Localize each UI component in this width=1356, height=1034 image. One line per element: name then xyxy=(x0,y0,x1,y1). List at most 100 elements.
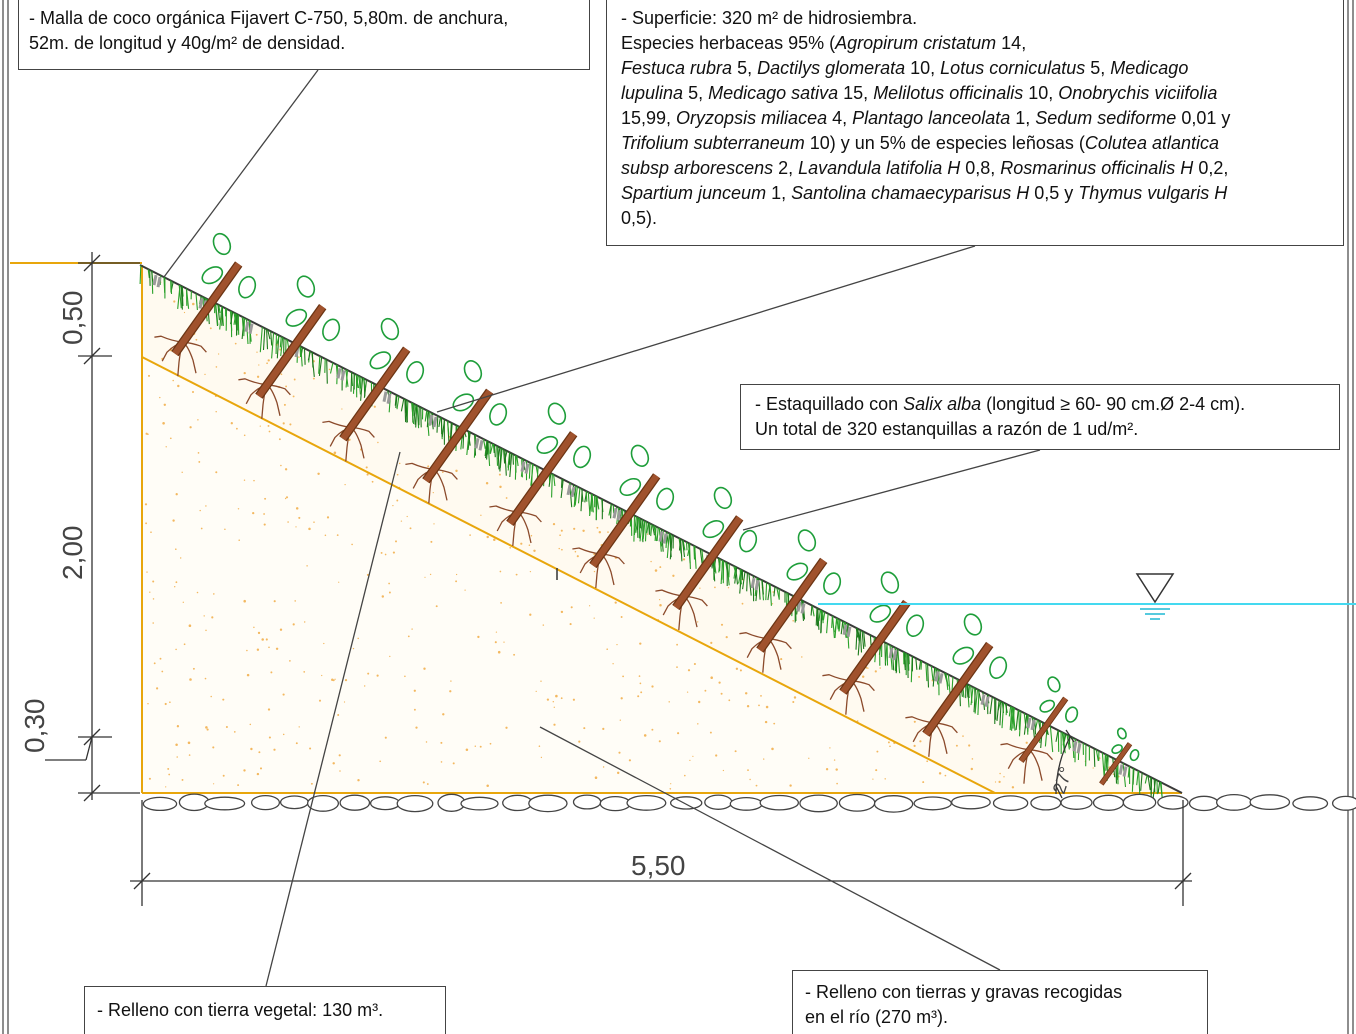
sand-grain xyxy=(205,726,208,729)
grass-blade xyxy=(509,453,513,478)
stake xyxy=(923,642,993,737)
grass-blade xyxy=(147,269,150,279)
sand-grain xyxy=(497,650,501,654)
sand-grain xyxy=(616,771,620,775)
stone xyxy=(626,794,667,811)
grass-blade xyxy=(447,420,450,435)
salix-stakes xyxy=(171,232,1140,786)
grass-blade xyxy=(300,346,303,367)
sand-grain xyxy=(204,373,206,376)
grass-blade xyxy=(1034,719,1039,730)
stone xyxy=(250,794,281,811)
sand-grain xyxy=(533,549,536,553)
sand-grain xyxy=(593,570,596,573)
leaf-icon xyxy=(201,266,224,285)
sand-grain xyxy=(153,662,156,665)
sand-grain xyxy=(520,542,523,545)
sand-grain xyxy=(808,757,810,759)
sand-grain xyxy=(722,769,725,772)
sand-grain xyxy=(540,680,542,682)
grass-blade xyxy=(394,394,397,406)
sand-grain xyxy=(217,353,220,355)
sand-grain xyxy=(268,646,270,649)
sand-grain xyxy=(285,496,289,499)
sand-grain xyxy=(938,772,942,775)
sand-grain xyxy=(255,333,258,336)
sand-grain xyxy=(396,473,399,476)
sand-grain xyxy=(259,767,263,770)
sand-grain xyxy=(212,783,215,785)
grass-blade xyxy=(648,522,650,535)
grass-blade xyxy=(682,540,686,551)
grass-blade xyxy=(493,444,496,458)
leaf-icon xyxy=(1129,749,1140,762)
sand-grain xyxy=(162,422,165,425)
sand-grain xyxy=(284,468,288,471)
grass-blade xyxy=(966,683,969,698)
sand-grain xyxy=(182,601,184,603)
sand-grain xyxy=(243,599,246,603)
sand-grain xyxy=(398,462,401,465)
grass-blade xyxy=(641,520,646,541)
sand-grain xyxy=(191,390,195,394)
grass-blade xyxy=(266,329,269,350)
stake xyxy=(423,389,493,483)
sand-grain xyxy=(430,540,433,543)
leaf-icon xyxy=(869,604,892,623)
grass-blade xyxy=(591,494,594,513)
leaf-icon xyxy=(656,487,675,511)
grass-blade xyxy=(590,493,593,512)
sand-grain xyxy=(735,667,739,670)
sand-grain xyxy=(638,675,641,677)
grass-blade xyxy=(307,351,311,361)
sand-grain xyxy=(388,582,390,585)
stake xyxy=(340,347,410,441)
sand-grain xyxy=(324,534,327,537)
sand-grain xyxy=(970,767,974,771)
grass-blade xyxy=(681,539,686,557)
sand-grain xyxy=(576,555,579,558)
sand-grain xyxy=(357,779,360,782)
grass-blade xyxy=(180,285,183,310)
sand-grain xyxy=(758,704,760,707)
sand-grain xyxy=(505,726,508,729)
sand-grain xyxy=(165,446,167,448)
sand-grain xyxy=(213,593,215,595)
sand-grain xyxy=(749,778,751,781)
sand-grain xyxy=(258,751,261,754)
sand-grain xyxy=(147,702,149,705)
sand-grain xyxy=(693,662,696,666)
grass-blade xyxy=(1144,775,1148,784)
sand-grain xyxy=(455,469,458,473)
sand-grain xyxy=(558,547,560,550)
sand-grain xyxy=(292,395,295,398)
sand-grain xyxy=(310,782,313,785)
sand-grain xyxy=(710,676,713,679)
gravel-note-line: - Relleno con tierras y gravas recogidas xyxy=(805,982,1123,1002)
sand-grain xyxy=(268,430,271,433)
sand-grain xyxy=(489,742,492,745)
sand-grain xyxy=(395,540,397,543)
sand-grain xyxy=(295,742,298,745)
sand-grain xyxy=(513,653,516,656)
sand-grain xyxy=(266,362,268,365)
sand-grain xyxy=(181,471,183,474)
grass-blade xyxy=(420,407,422,428)
grass-blade xyxy=(610,503,612,519)
sand-grain xyxy=(747,769,749,772)
grass-blade xyxy=(1136,770,1139,786)
sand-grain xyxy=(344,679,348,682)
grass-blade xyxy=(639,518,642,529)
grass-blade xyxy=(335,364,338,375)
sand-grain xyxy=(192,667,195,670)
leaf-cluster-icon xyxy=(619,444,675,511)
sand-grain xyxy=(298,516,301,519)
stake xyxy=(840,600,910,694)
sand-grain xyxy=(224,528,226,530)
grass-blade xyxy=(768,583,772,593)
sand-grain xyxy=(152,598,155,600)
sand-grain xyxy=(684,774,686,777)
leaf-cluster-icon xyxy=(1111,727,1140,762)
grass-blade xyxy=(820,609,824,621)
mesh-pin xyxy=(888,647,898,661)
